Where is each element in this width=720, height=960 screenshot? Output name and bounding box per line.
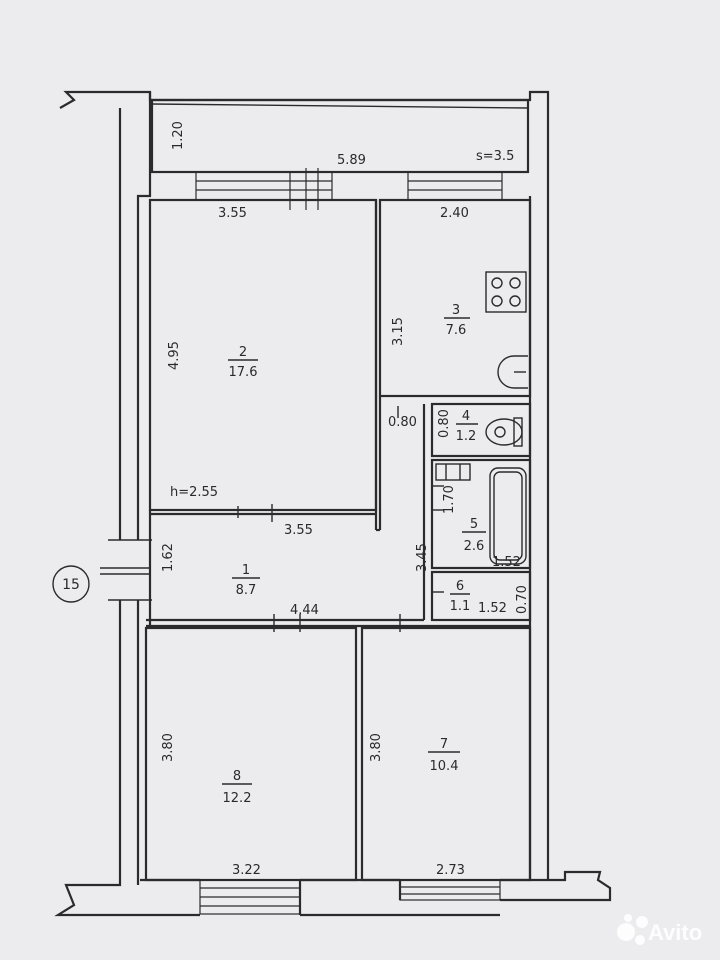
dim-closet-width: 1.52: [478, 601, 507, 616]
balcony-depth-label: 1.20: [171, 121, 186, 150]
dim-corridor-side: 0.80: [388, 415, 417, 430]
bottom-windows: [199, 879, 501, 915]
dim-bath-height: 1.70: [442, 485, 457, 514]
room-1-label: 1 8.7: [232, 563, 260, 598]
entrance-door: [100, 539, 152, 601]
axis-label: 15: [62, 577, 80, 593]
room-4-label: 4 1.2: [456, 409, 478, 444]
dim-bath-width: 1.52: [492, 555, 521, 570]
room-6-label: 6 1.1: [450, 579, 471, 614]
room-1-area: 8.7: [236, 583, 257, 598]
watermark-text: Avito: [648, 920, 702, 945]
room-7-label: 7 10.4: [428, 737, 460, 774]
axis-marker: 15: [52, 565, 90, 603]
dim-room2-bottom: 3.55: [284, 523, 313, 538]
dim-room2-top: 3.55: [218, 206, 247, 221]
room-5-number: 5: [470, 517, 478, 532]
room-6-area: 1.1: [450, 599, 471, 614]
room-1-number: 1: [242, 563, 250, 578]
dim-closet-height: 0.70: [515, 585, 530, 614]
room-7-area: 10.4: [430, 759, 459, 774]
avito-watermark: Avito: [617, 914, 702, 945]
room-5-label: 5 2.6: [462, 517, 486, 554]
dim-hall-height: 3.45: [415, 543, 430, 572]
dim-room3-top: 2.40: [440, 206, 469, 221]
dim-wc-side: 0.80: [437, 409, 452, 438]
room-7-number: 7: [440, 737, 448, 752]
dim-room8-width: 3.22: [232, 863, 261, 878]
stove-icon: [485, 271, 527, 313]
room-labels: 2 17.6 3 7.6 4 1.2 5 2.6 6 1.1 1 8.7: [222, 303, 486, 806]
balcony-length-label: 5.89: [337, 153, 366, 168]
balcony: 1.20 5.89 s=3.5: [150, 98, 530, 174]
dim-room7-height: 3.80: [369, 733, 384, 762]
dim-room7-width: 2.73: [436, 863, 465, 878]
avito-logo-icon: [617, 914, 648, 945]
balcony-area-label: s=3.5: [476, 149, 514, 164]
dim-room8-height: 3.80: [161, 733, 176, 762]
room-2-area: 17.6: [229, 365, 258, 380]
room-8-number: 8: [233, 769, 241, 784]
dim-hall-length: 4.44: [290, 603, 319, 618]
room-3-area: 7.6: [446, 323, 467, 338]
fixtures: [435, 271, 528, 565]
bathtub-icon: [489, 467, 527, 565]
room-2-label: 2 17.6: [228, 345, 258, 380]
room-2-number: 2: [239, 345, 247, 360]
room-3-label: 3 7.6: [444, 303, 470, 338]
dim-room3-height: 3.15: [391, 317, 406, 346]
washbasin-icon: [435, 463, 471, 481]
toilet-icon: [485, 417, 523, 447]
room-3-number: 3: [452, 303, 460, 318]
room-5-area: 2.6: [464, 539, 485, 554]
room-4-area: 1.2: [456, 429, 477, 444]
room-8-area: 12.2: [223, 791, 252, 806]
room-4-number: 4: [462, 409, 470, 424]
dim-room2-height: 4.95: [167, 341, 182, 370]
kitchen-sink-icon: [497, 355, 528, 389]
dimension-labels: 3.55 4.95 3.55 h=2.55 2.40 3.15 0.80 0.8…: [161, 206, 530, 878]
room-6-number: 6: [456, 579, 464, 594]
dim-entrance-width: 1.62: [161, 543, 176, 572]
ceiling-height-label: h=2.55: [170, 485, 218, 500]
room-8-label: 8 12.2: [222, 769, 252, 806]
